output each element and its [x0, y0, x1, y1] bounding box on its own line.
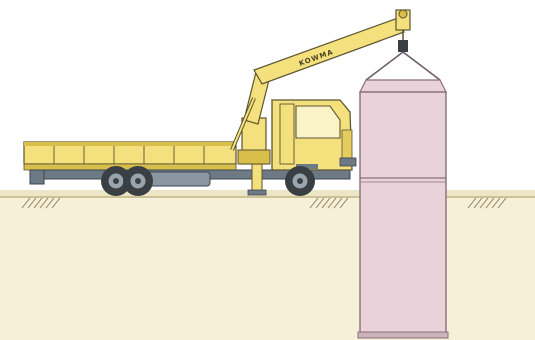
suspended-box — [358, 80, 448, 338]
box-base — [358, 332, 448, 338]
cab-grille — [342, 130, 352, 158]
sling-cables — [366, 52, 440, 80]
truck-cab — [272, 100, 356, 170]
hook-block — [398, 40, 408, 52]
fuel-tank — [148, 172, 210, 186]
ground-area — [0, 196, 535, 340]
truck-bed — [24, 142, 236, 170]
front-bumper — [340, 158, 356, 166]
cab-window — [296, 106, 340, 138]
rear-bumper — [30, 170, 44, 184]
rear-wheel-2 — [123, 166, 153, 196]
front-wheel — [285, 166, 315, 196]
boom-tip — [396, 10, 410, 30]
